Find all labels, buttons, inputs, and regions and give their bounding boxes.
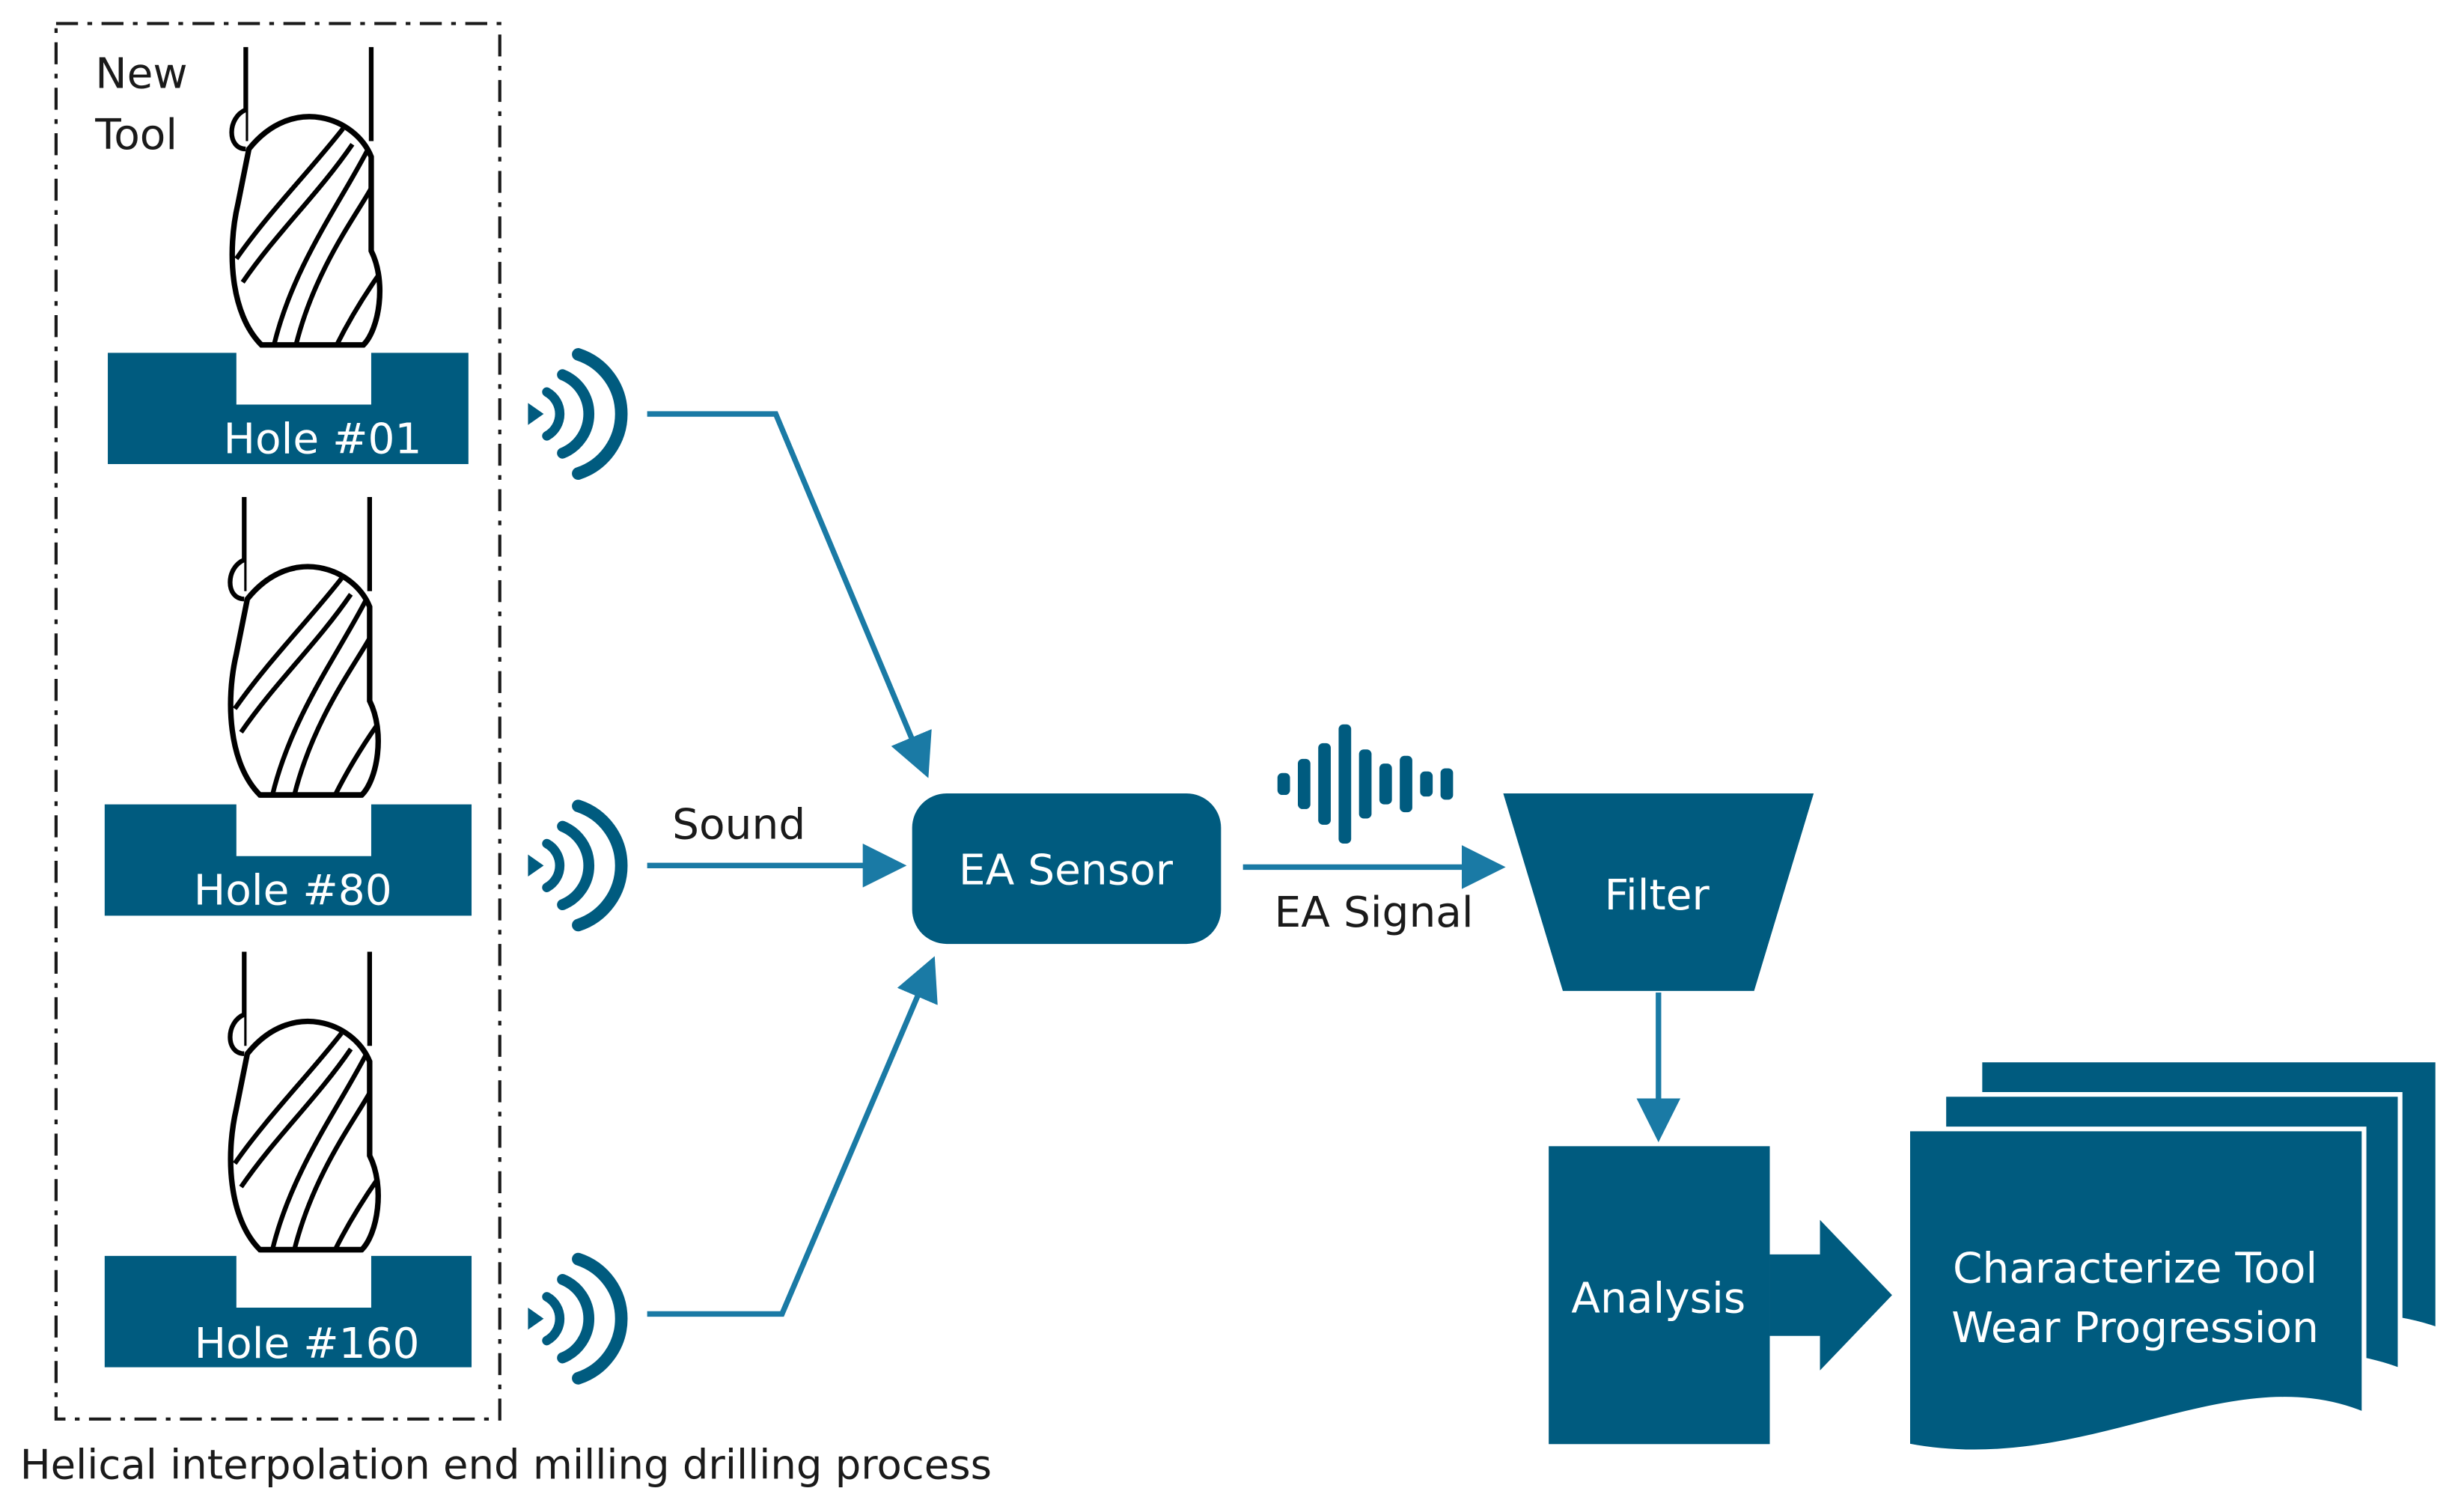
hole-label: Hole #80 xyxy=(194,867,392,915)
filter-label: Filter xyxy=(1605,871,1710,920)
ea-sensor-node xyxy=(912,793,1222,945)
hole-label: Hole #01 xyxy=(224,415,422,463)
process-caption: Helical interpolation end milling drilli… xyxy=(20,1440,992,1488)
process-boundary xyxy=(54,22,501,1421)
sound-wave-icon xyxy=(528,354,621,473)
workpiece-hole-160 xyxy=(104,1255,472,1368)
output-label-line1: Characterize Tool xyxy=(1953,1245,2317,1293)
workpiece-hole-80 xyxy=(104,804,472,916)
workpiece-hole-01 xyxy=(108,353,469,465)
sound-wave-icon xyxy=(528,806,621,925)
end-mill-icon xyxy=(232,47,380,345)
sound-arrow-top xyxy=(647,411,932,778)
analysis-label: Analysis xyxy=(1571,1274,1745,1323)
output-label-line2: Wear Progression xyxy=(1951,1304,2319,1353)
sound-label: Sound xyxy=(672,801,805,850)
end-mill-icon xyxy=(230,497,378,795)
sound-wave-icon xyxy=(528,1259,621,1378)
new-tool-label-line2: Tool xyxy=(94,111,177,159)
output-documents-node xyxy=(1905,1057,2441,1454)
filter-node xyxy=(1503,793,1814,991)
hole-label: Hole #160 xyxy=(195,1320,420,1368)
new-tool-label-line1: New xyxy=(95,49,187,98)
end-mill-icon xyxy=(230,952,378,1250)
analysis-node xyxy=(1549,1146,1770,1445)
sound-arrow-bottom xyxy=(647,956,938,1317)
analysis-to-output-arrow xyxy=(1769,1219,1892,1371)
ea-signal-label: EA Signal xyxy=(1275,888,1474,937)
audio-waveform-icon xyxy=(1277,724,1454,844)
ea-sensor-label: EA Sensor xyxy=(959,846,1174,894)
